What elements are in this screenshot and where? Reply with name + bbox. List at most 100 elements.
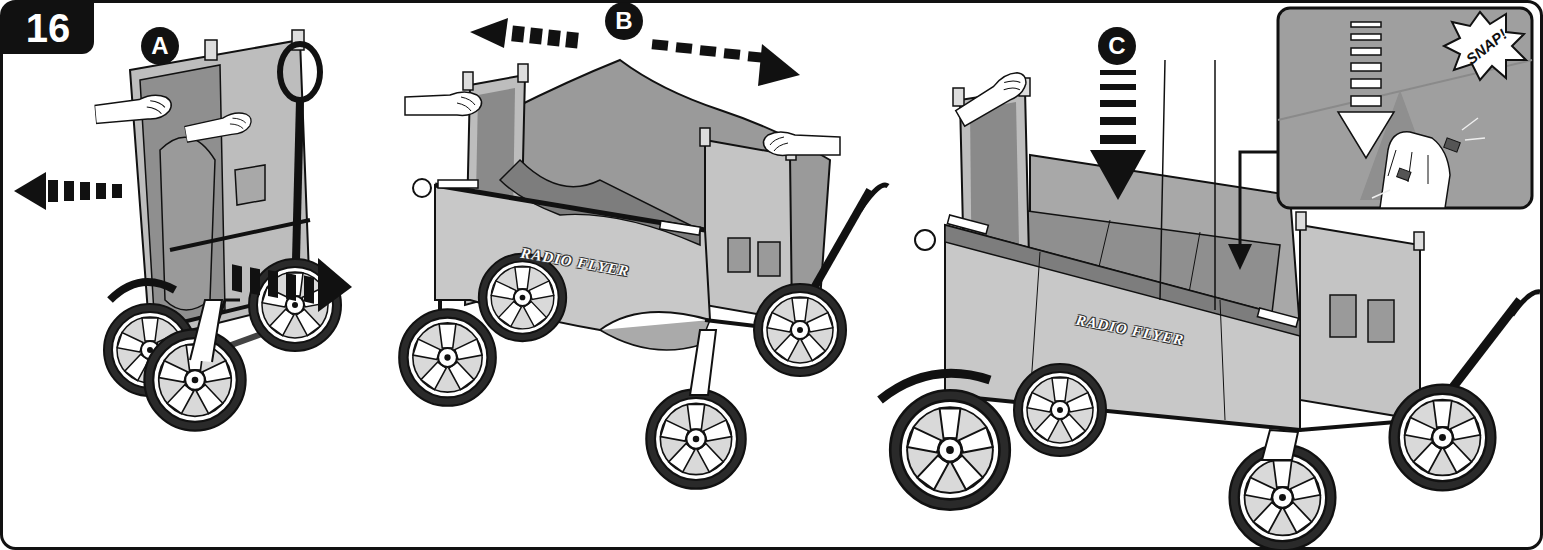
illustration-part [80,182,90,200]
illustration-part [1090,70,1146,200]
illustration-part [112,184,122,198]
illustration-part [600,320,710,350]
illustration-part [518,64,528,82]
illustration-part [754,284,846,376]
illustration-part [205,40,217,60]
illustration-part [1397,168,1411,181]
illustration-part [1240,152,1278,248]
illustration-part [435,185,710,330]
illustration-part [110,282,175,300]
illustration-part [1388,150,1428,184]
illustration-part [1351,96,1381,106]
illustration-part [1414,232,1424,250]
illustration-part [758,242,780,276]
illustration-part [1257,308,1298,327]
illustration-part [1100,100,1136,107]
illustration-part [1368,300,1394,342]
illustration-part [268,270,278,298]
illustration-part [947,215,988,234]
step-number: 16 [2,2,94,54]
illustration-part [700,128,710,146]
illustration-part [413,179,431,197]
illustration-part [953,68,1031,127]
illustration-part [1228,244,1252,270]
illustration-part [1351,22,1381,27]
illustration-part [1444,138,1461,152]
illustration-part [235,165,265,205]
illustration-part [915,230,935,250]
illustration-part [700,45,717,57]
illustration-part [183,111,253,143]
illustration-part [529,27,543,44]
illustration-part [945,225,1300,336]
illustration-part [463,72,473,90]
illustration-part [232,264,242,292]
illustration-part [48,180,58,202]
step-letter-text: C [1108,34,1125,58]
illustration-part [1338,112,1394,158]
illustration-part [14,172,352,312]
illustration-part [652,39,669,51]
illustration-part [1100,135,1136,144]
illustration-part [646,389,745,488]
illustration-part [14,172,46,210]
illustration-part [190,300,222,362]
illustration-part [1380,132,1450,208]
illustration-part [1372,118,1485,198]
folded-wagon [14,30,352,431]
illustration-part [94,94,172,124]
illustration-part [1351,63,1381,71]
illustration-part [1512,292,1540,315]
illustration-part [565,31,579,48]
illustration-part [1296,212,1306,230]
illustration-part [1330,295,1356,337]
illustration-part [758,44,800,86]
opening-wagon [399,18,888,489]
illustration-part [438,180,478,188]
illustration-part [1090,150,1146,200]
illustration-part [660,221,701,235]
illustration-part [1160,60,1215,310]
illustration-part [860,185,888,210]
illustration-part [470,18,508,48]
illustration-part [1262,430,1298,460]
illustration-part [1100,84,1136,90]
step-letter: A [141,27,179,65]
step-letter: B [605,2,643,40]
illustration-part [1351,48,1381,55]
illustration-part [64,181,74,201]
illustration-part [405,92,482,115]
illustration-part [890,390,1010,510]
step-letter: C [1098,27,1136,65]
illustration-part [1278,8,1532,208]
illustration-part [547,29,561,46]
illustration-part [318,258,352,312]
illustration-part [399,309,496,406]
illustration-part [1338,22,1394,158]
step-letter-text: A [151,34,168,58]
snap-inset [1278,8,1532,208]
illustration-part [296,100,300,260]
illustration-part [724,48,741,60]
illustration-part [1100,70,1136,75]
illustration-part [280,44,320,100]
illustration-part [286,273,296,301]
illustration-part [479,254,566,341]
illustration-part [1444,12,1526,80]
illustration-part [1351,34,1381,40]
illustration-part [1351,79,1381,88]
illustration-part [953,88,964,106]
step-letter-text: B [615,9,632,33]
illustration-part [676,42,693,54]
illustration-part [250,267,260,295]
illustration-part [763,132,840,155]
illustration-part [304,276,314,304]
illustration-part [1100,117,1136,125]
illustration-part [728,238,750,272]
illustration-part [1390,385,1496,491]
illustration-part [511,25,525,42]
illustration-part [1014,364,1106,456]
illustration-part [96,183,106,199]
